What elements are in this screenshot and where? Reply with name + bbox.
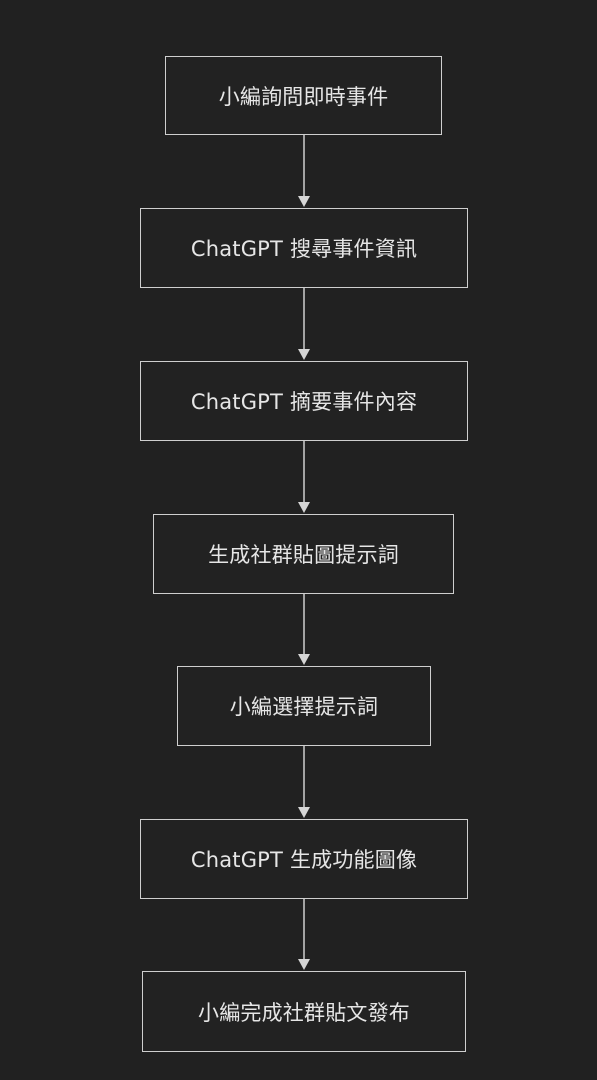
step-generate-sticker-prompts: 生成社群貼圖提示詞 <box>153 514 454 594</box>
arrow-3-to-4 <box>298 441 310 513</box>
step-chatgpt-generate-image: ChatGPT 生成功能圖像 <box>140 819 468 899</box>
step-label: 小編詢問即時事件 <box>218 84 389 109</box>
arrowhead-icon <box>298 502 310 513</box>
arrow-6-to-7 <box>298 899 310 970</box>
arrow-1-to-2 <box>298 135 310 207</box>
step-chatgpt-summarize-event: ChatGPT 摘要事件內容 <box>140 361 468 441</box>
arrowhead-icon <box>298 959 310 970</box>
step-label: ChatGPT 搜尋事件資訊 <box>190 237 418 261</box>
step-label: 小編完成社群貼文發布 <box>198 1000 410 1025</box>
arrowhead-icon <box>298 349 310 360</box>
step-chatgpt-search-event: ChatGPT 搜尋事件資訊 <box>140 208 468 288</box>
step-label: 生成社群貼圖提示詞 <box>208 543 399 567</box>
arrow-5-to-6 <box>298 746 310 818</box>
arrow-4-to-5 <box>298 594 310 665</box>
step-ask-realtime-event: 小編詢問即時事件 <box>165 56 442 135</box>
step-label: 小編選擇提示詞 <box>229 695 379 719</box>
step-label: ChatGPT 摘要事件內容 <box>190 390 418 414</box>
arrowhead-icon <box>298 807 310 818</box>
step-select-prompt: 小編選擇提示詞 <box>177 666 431 746</box>
step-publish-social-post: 小編完成社群貼文發布 <box>142 971 466 1052</box>
step-label: ChatGPT 生成功能圖像 <box>190 848 418 872</box>
arrow-2-to-3 <box>298 288 310 360</box>
arrowhead-icon <box>298 654 310 665</box>
arrowhead-icon <box>298 196 310 207</box>
